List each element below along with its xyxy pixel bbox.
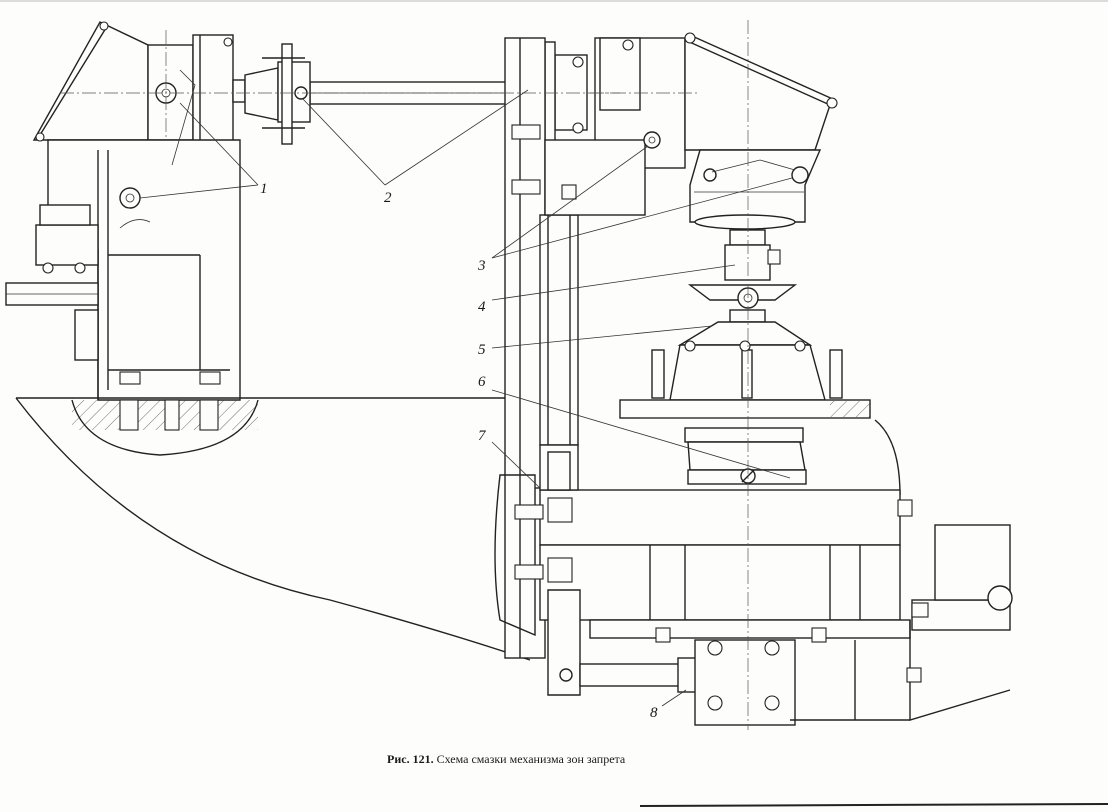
center-lines <box>60 20 749 730</box>
left-gear-unit <box>5 21 246 401</box>
cardan-joint <box>687 229 798 323</box>
bottom-base <box>494 444 1013 726</box>
callout-2: 2 <box>384 190 392 206</box>
callout-5: 5 <box>478 342 486 358</box>
figure-number: Рис. 121. <box>387 752 434 766</box>
figure-title: Схема смазки механизма зон запрета <box>436 752 626 766</box>
right-gear-unit <box>504 32 838 659</box>
callout-labels: 1 2 3 4 5 6 7 8 <box>260 181 658 721</box>
figure-caption: Рис. 121. Схема смазки механизма зон зап… <box>387 752 625 767</box>
callout-4: 4 <box>478 299 486 315</box>
callout-6: 6 <box>478 374 486 390</box>
leader-lines <box>139 89 793 707</box>
left-foundation <box>15 397 531 661</box>
callout-1: 1 <box>260 181 268 197</box>
callout-7: 7 <box>478 428 487 444</box>
callout-8: 8 <box>650 705 658 721</box>
callout-3: 3 <box>477 258 486 274</box>
page-edge-bottom <box>639 803 1108 807</box>
reducer-unit <box>619 321 901 496</box>
